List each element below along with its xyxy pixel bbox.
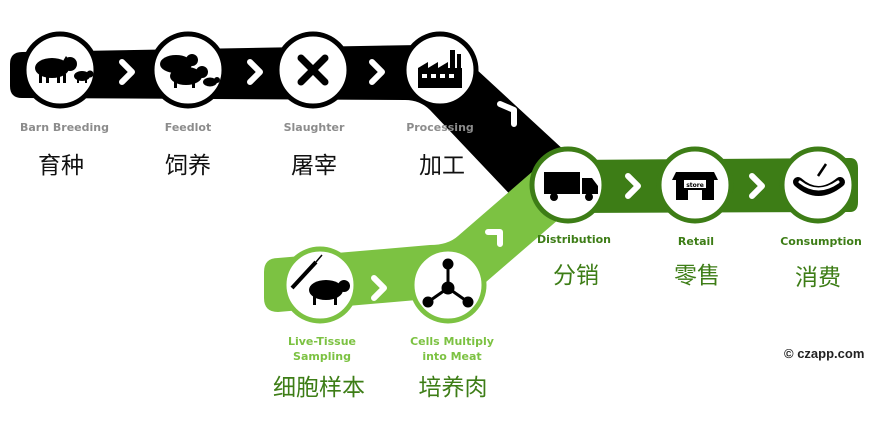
cells-label-line-2: into Meat: [422, 350, 482, 363]
barn-breeding-zh: 育种: [38, 153, 84, 179]
chevron-icon: [497, 101, 517, 127]
cells-zh: 培养肉: [418, 375, 488, 401]
retail-zh: 零售: [674, 263, 720, 289]
cells-label: Cells Multiply into Meat: [406, 334, 498, 364]
syringe-pig-icon: [290, 254, 350, 305]
sausage-icon: [793, 163, 845, 196]
slaughter-label: Slaughter: [283, 121, 345, 134]
chevron-icon: [485, 229, 503, 247]
processing-zh: 加工: [419, 153, 465, 179]
consumption-zh: 消费: [795, 265, 841, 291]
chevron-icon: [247, 59, 263, 85]
sampling-zh: 细胞样本: [273, 375, 365, 401]
chevron-icon: [371, 275, 387, 301]
retail-label: Retail: [677, 235, 715, 248]
pig-herd-icon: [160, 54, 220, 88]
distribution-label: Distribution: [536, 233, 612, 246]
store-icon: store: [672, 172, 718, 200]
copyright: © czapp.com: [784, 346, 865, 361]
cross-icon: [297, 54, 329, 86]
chevron-icon: [749, 173, 765, 199]
feedlot-label: Feedlot: [164, 121, 212, 134]
chevron-icon: [119, 59, 135, 85]
slaughter-zh: 屠宰: [291, 153, 337, 179]
distribution-zh: 分销: [553, 263, 599, 289]
factory-icon: [418, 50, 462, 88]
chevron-icon: [369, 59, 385, 85]
consumption-label: Consumption: [780, 235, 862, 248]
barn-breeding-label: Barn Breeding: [20, 121, 109, 134]
sampling-label: Live-Tissue Sampling: [282, 334, 362, 364]
processing-label: Processing: [406, 121, 474, 134]
chevron-icon: [625, 173, 641, 199]
cells-label-line-1: Cells Multiply: [410, 335, 494, 348]
store-sign: store: [686, 182, 704, 189]
truck-icon: [544, 172, 598, 201]
sampling-label-line-1: Live-Tissue: [287, 335, 357, 348]
sampling-label-line-2: Sampling: [293, 350, 351, 363]
molecule-icon: [422, 258, 474, 308]
pigs-icon: [35, 56, 94, 83]
consumption-circle: [779, 146, 857, 224]
feedlot-zh: 饲养: [165, 153, 211, 179]
